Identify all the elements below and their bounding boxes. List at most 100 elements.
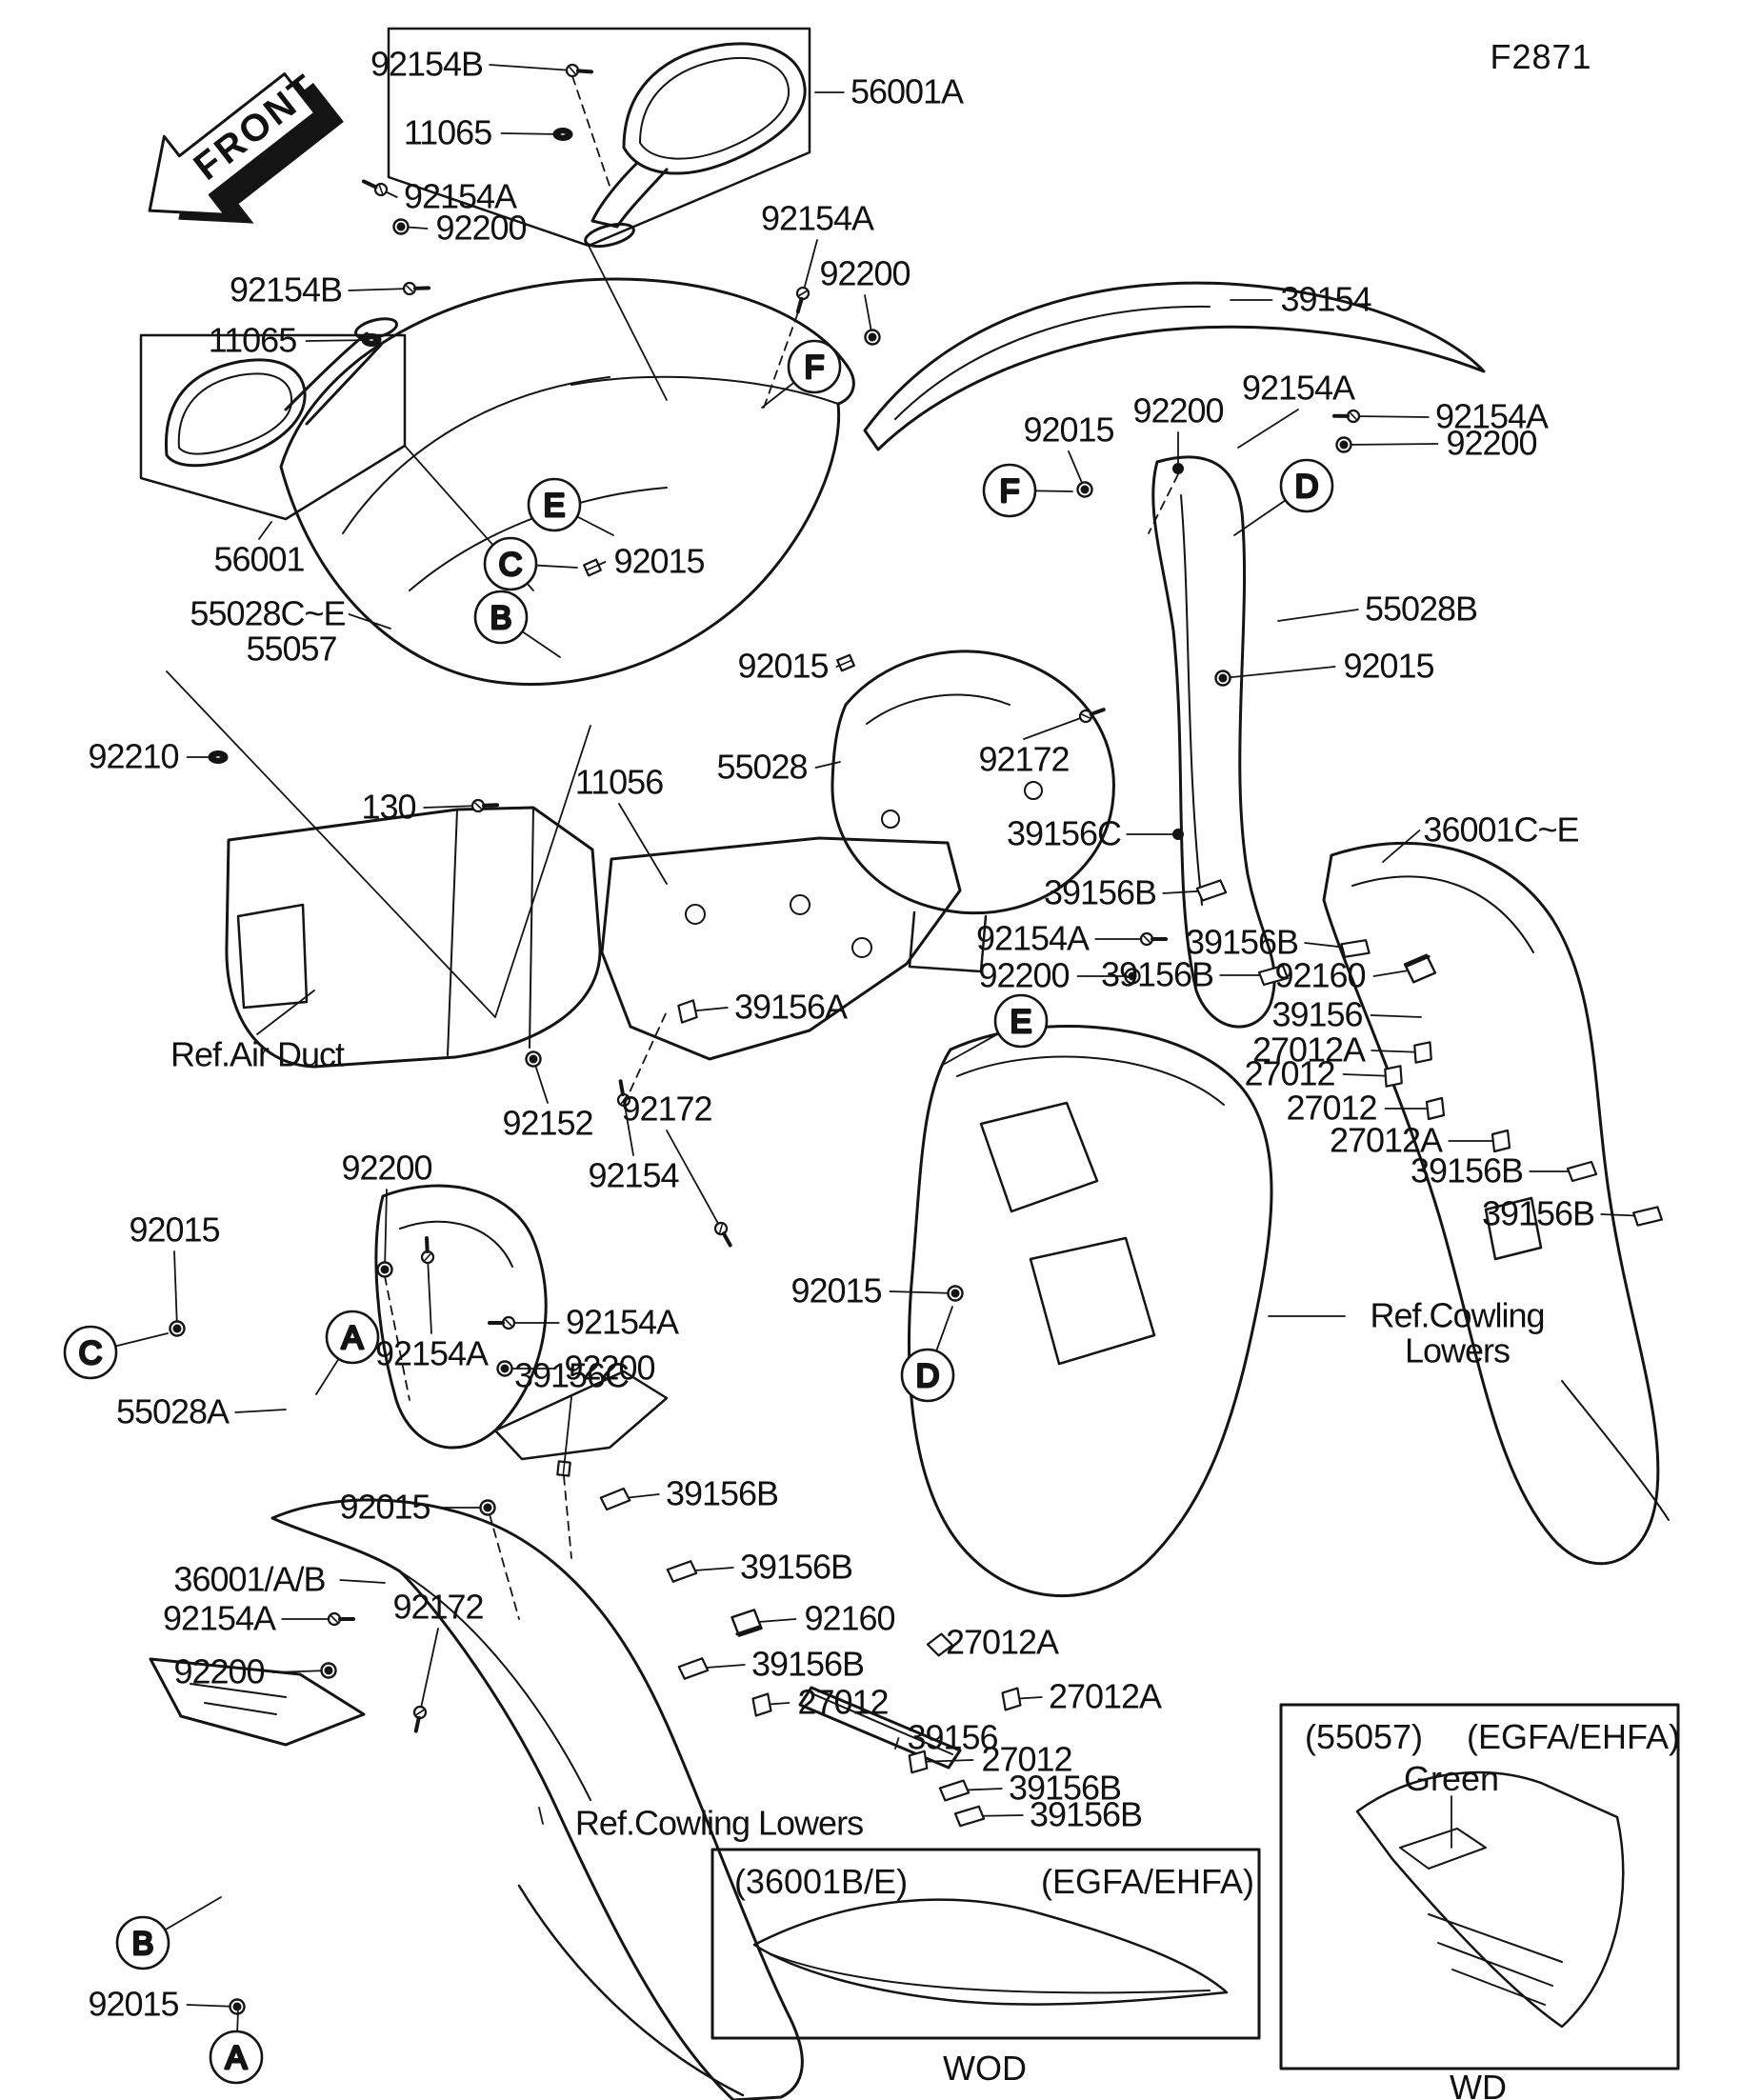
fastener-clip-icon bbox=[836, 653, 855, 672]
part-label-39156a: 39156A bbox=[733, 987, 848, 1027]
fastener-sq-icon bbox=[1001, 1687, 1022, 1711]
fastener-sliver-icon bbox=[1340, 939, 1371, 958]
part-inset-cowling-lower-right bbox=[1355, 1770, 1625, 2029]
inset-box-36001be bbox=[710, 1848, 1261, 2040]
part-label-11065: 11065 bbox=[403, 112, 492, 152]
part-label-92154b: 92154B bbox=[370, 44, 484, 84]
fastener-nut-icon bbox=[947, 1285, 964, 1302]
fastener-nut-icon bbox=[229, 1998, 246, 2015]
part-inset-cowling-lower-left bbox=[752, 1898, 1229, 2006]
fastener-screw-icon bbox=[420, 1236, 435, 1265]
svg-text:E: E bbox=[544, 488, 566, 524]
fastener-sq-icon bbox=[1491, 1129, 1511, 1153]
part-label-92154a: 92154A bbox=[403, 176, 517, 216]
part-label-55028: 55028 bbox=[716, 747, 808, 787]
part-label-92172: 92172 bbox=[392, 1587, 484, 1627]
part-label-92200: 92200 bbox=[819, 253, 911, 293]
part-label-92200: 92200 bbox=[341, 1148, 432, 1188]
fastener-sliver-icon bbox=[1257, 964, 1290, 987]
fastener-screw-icon bbox=[616, 1079, 631, 1108]
fastener-screw-icon bbox=[470, 798, 499, 813]
part-label-39156b: 39156B bbox=[1043, 872, 1157, 912]
part-label-27012: 27012 bbox=[797, 1682, 889, 1722]
fastener-screw-icon bbox=[795, 286, 810, 314]
part-label-130: 130 bbox=[361, 787, 416, 827]
part-box-mirror-lower bbox=[139, 333, 407, 521]
part-label-92015: 92015 bbox=[88, 1984, 179, 2024]
part-label-92154a: 92154A bbox=[975, 918, 1090, 958]
fastener-grommet-icon bbox=[361, 332, 382, 348]
fastener-clip-icon bbox=[556, 1460, 571, 1477]
fastener-nut-icon bbox=[496, 1360, 513, 1377]
section-marker-d: D bbox=[1279, 458, 1334, 513]
part-label-36001c-e: 36001C~E bbox=[1423, 810, 1579, 850]
fastener-sliver-icon bbox=[599, 1487, 631, 1511]
part-windshield bbox=[863, 281, 1486, 451]
part-label-39156c: 39156C bbox=[1006, 813, 1122, 853]
part-label-92152: 92152 bbox=[502, 1103, 593, 1143]
part-label-92172: 92172 bbox=[621, 1089, 712, 1129]
part-label-27012: 27012 bbox=[1286, 1088, 1377, 1128]
part-label-56001: 56001 bbox=[213, 539, 305, 579]
svg-text:D: D bbox=[1295, 469, 1319, 505]
fastener-screw-icon bbox=[327, 1611, 355, 1627]
part-mirror-upper bbox=[622, 42, 807, 175]
part-label-27012a: 27012A bbox=[1251, 1030, 1366, 1070]
part-label-39156b: 39156B bbox=[739, 1547, 853, 1587]
part-label-92154b: 92154B bbox=[229, 270, 343, 310]
fastener-nut-icon bbox=[376, 1261, 393, 1278]
section-marker-c: C bbox=[483, 536, 538, 591]
fastener-sliver-icon bbox=[1566, 1160, 1598, 1183]
svg-text:B: B bbox=[132, 1926, 154, 1962]
section-marker-f: F bbox=[787, 339, 842, 394]
part-label-39156b: 39156B bbox=[750, 1644, 865, 1684]
part-label-92200: 92200 bbox=[1446, 423, 1537, 463]
part-label-92172: 92172 bbox=[978, 739, 1070, 779]
inset1-caption: WOD bbox=[943, 2049, 1027, 2088]
fastener-nut-icon bbox=[169, 1320, 186, 1337]
fastener-sq-icon bbox=[1425, 1096, 1446, 1121]
fastener-sq-icon bbox=[751, 1692, 772, 1717]
fastener-grommet-icon bbox=[208, 750, 229, 764]
part-center-brace bbox=[1151, 455, 1276, 1029]
fastener-nut-icon bbox=[1335, 436, 1352, 453]
part-label-92200: 92200 bbox=[1132, 390, 1224, 430]
part-cowling-right bbox=[1322, 841, 1660, 1566]
part-label-56001a: 56001A bbox=[850, 71, 964, 111]
part-bracket bbox=[600, 836, 962, 1061]
part-label-92015: 92015 bbox=[1023, 410, 1114, 450]
fastener-nut-icon bbox=[1124, 968, 1141, 985]
inset-box-55057 bbox=[1279, 1703, 1680, 2070]
part-label-39156: 39156 bbox=[1271, 994, 1363, 1034]
part-label-92154a: 92154A bbox=[374, 1333, 489, 1373]
inset2-variant: (EGFA/EHFA) bbox=[1466, 1717, 1681, 1756]
part-label-39154: 39154 bbox=[1280, 279, 1371, 319]
fastener-sliver-icon bbox=[1195, 879, 1228, 902]
fastener-screw-icon bbox=[361, 179, 389, 197]
part-box-mirror-upper bbox=[387, 27, 811, 248]
part-cowling-middle bbox=[908, 1025, 1273, 1598]
part-label-27012: 27012 bbox=[1244, 1053, 1335, 1093]
fastener-screw-icon bbox=[1332, 409, 1361, 424]
fastener-sq-icon bbox=[677, 999, 698, 1024]
part-label-39156: 39156 bbox=[907, 1717, 998, 1757]
part-inner-cover bbox=[830, 650, 1115, 915]
fastener-clip-icon bbox=[583, 558, 602, 577]
figure-code: F2871 bbox=[1490, 37, 1592, 76]
part-label-39156b: 39156B bbox=[1185, 922, 1299, 962]
part-label-55028b: 55028B bbox=[1364, 589, 1478, 629]
fastener-sliver-icon bbox=[666, 1560, 698, 1583]
part-label-11065: 11065 bbox=[208, 320, 297, 360]
part-label-39156b: 39156B bbox=[1100, 954, 1214, 994]
fastener-sq-icon bbox=[1384, 1065, 1403, 1088]
fastener-sliver-icon bbox=[953, 1805, 986, 1828]
part-label-39156b: 39156B bbox=[1008, 1768, 1122, 1808]
fastener-tube-icon bbox=[1403, 953, 1437, 984]
part-label-27012a: 27012A bbox=[945, 1622, 1059, 1662]
section-marker-c: C bbox=[63, 1325, 118, 1380]
ref-label-ref-cowling-lowers: Ref.Cowling Lowers bbox=[574, 1803, 864, 1843]
fastener-nut-icon bbox=[479, 1499, 496, 1516]
inset1-variant: (EGFA/EHFA) bbox=[1040, 1862, 1255, 1901]
